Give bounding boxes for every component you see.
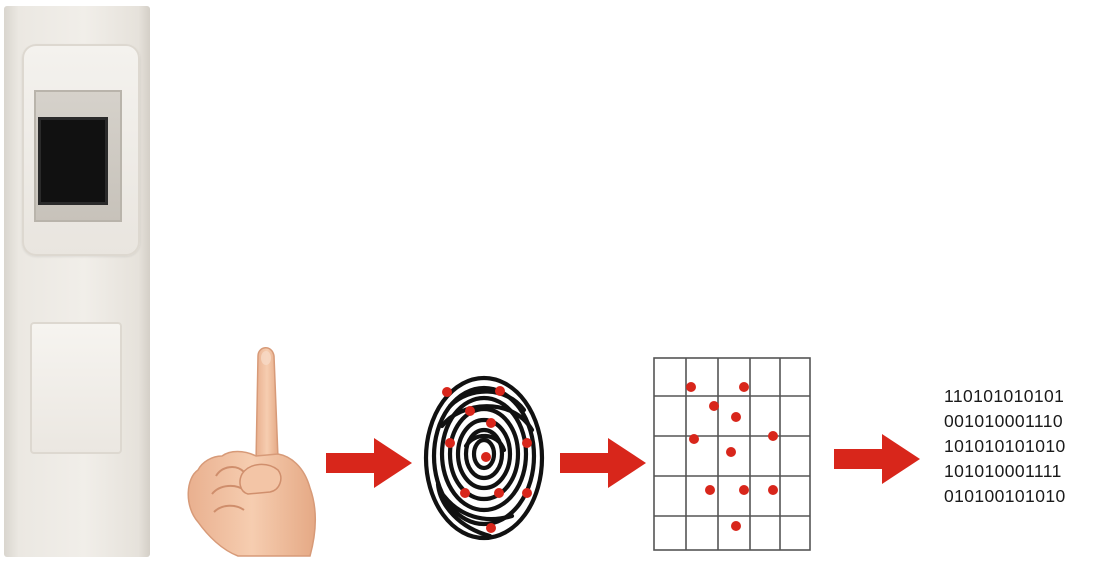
minutiae-grid-icon [652, 356, 812, 552]
fingerprint-sensor [41, 120, 105, 202]
binary-line: 110101010101 [944, 384, 1104, 409]
binary-line: 001010001110 [944, 409, 1104, 434]
raised-index-finger-icon [178, 338, 328, 558]
binary-line: 101010101010 [944, 434, 1104, 459]
right-arrow-icon [834, 434, 920, 484]
binary-line: 101010001111 [944, 459, 1104, 484]
binary-line: 010100101010 [944, 484, 1104, 509]
right-arrow-icon [560, 438, 646, 488]
reader-keypad-panel [30, 322, 122, 454]
binary-code-block: 110101010101 001010001110 101010101010 1… [944, 384, 1104, 509]
right-arrow-icon [326, 438, 412, 488]
fingerprint-icon [420, 366, 550, 546]
